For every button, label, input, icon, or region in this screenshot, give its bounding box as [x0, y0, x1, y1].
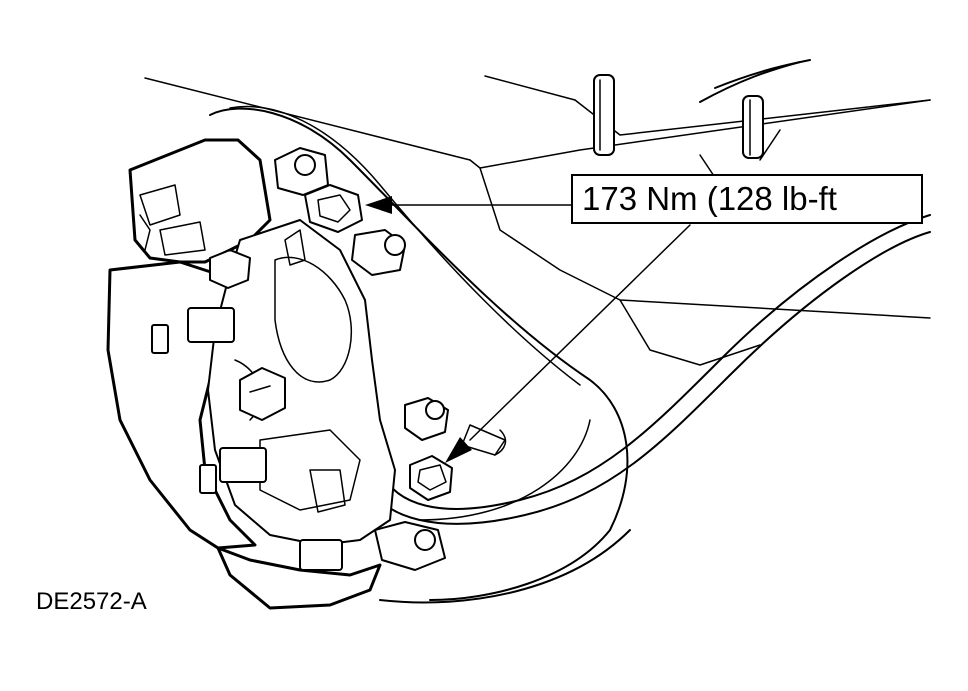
upper-guide-bolt [274, 147, 329, 196]
caliper-body [106, 138, 396, 610]
stud-mid-right [404, 397, 449, 441]
lower-guide-bolt [374, 521, 446, 571]
bleeder-fitting [239, 367, 286, 421]
brake-rotor [209, 105, 631, 604]
stud-upper-right [351, 229, 406, 276]
torque-callout-label: 173 Nm (128 lb-ft [582, 180, 837, 217]
caliper-bolts [209, 147, 453, 571]
mounting-bolt-upper [304, 184, 363, 233]
torque-callout-box [571, 174, 923, 224]
axle-housing [144, 75, 931, 366]
mounting-bolt-lower [409, 455, 453, 501]
leader-arrow-lower [445, 437, 472, 463]
stud-left [209, 249, 251, 289]
figure-id: DE2572-A [36, 588, 147, 615]
u-bolts [593, 59, 811, 159]
torque-leader-lines [365, 196, 691, 463]
leader-arrow-upper [365, 196, 392, 214]
